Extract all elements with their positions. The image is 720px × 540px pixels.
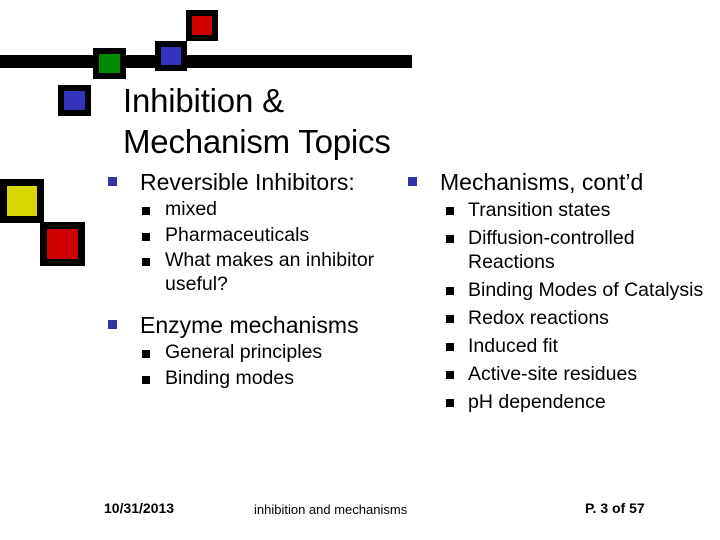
bullet-level2-label: Transition states xyxy=(468,199,611,221)
bullet-level2-list: mixed Pharmaceuticals What makes an inhi… xyxy=(104,198,394,296)
bullet-level2-label: General principles xyxy=(165,341,323,363)
bullet-square-icon xyxy=(446,235,454,243)
bullet-level2: Redox reactions xyxy=(406,306,716,330)
bullet-square-icon xyxy=(446,315,454,323)
bullet-square-icon xyxy=(142,207,150,215)
bullet-square-icon xyxy=(108,320,117,329)
bullet-level2: Binding modes xyxy=(104,367,394,391)
bullet-level1: Enzyme mechanisms xyxy=(104,311,394,339)
bullet-square-icon xyxy=(446,399,454,407)
bullet-level2-list: General principles Binding modes xyxy=(104,341,394,390)
bullet-level1: Reversible Inhibitors: xyxy=(104,168,394,196)
footer-subject: inhibition and mechanisms xyxy=(254,502,408,517)
slide-title: Inhibition & Mechanism Topics xyxy=(123,82,391,160)
bullet-level2: Induced fit xyxy=(406,334,716,358)
footer-date: 10/31/2013 xyxy=(104,500,175,516)
decoration-square-yellow xyxy=(0,179,44,223)
bullet-level2: Binding Modes of Catalysis xyxy=(406,278,716,302)
bullet-square-icon xyxy=(142,350,150,358)
bullet-level1: Mechanisms, cont’d xyxy=(406,168,716,196)
bullet-square-icon xyxy=(408,177,417,186)
content-left-column: Reversible Inhibitors: mixed Pharmaceuti… xyxy=(104,168,394,392)
bullet-level1-label: Reversible Inhibitors: xyxy=(140,169,355,195)
decoration-bar xyxy=(0,55,412,68)
bullet-level2: General principles xyxy=(104,341,394,365)
bullet-level2-label: Pharmaceuticals xyxy=(165,223,310,246)
slide-footer: 10/31/2013 inhibition and mechanisms P. … xyxy=(0,500,720,524)
decoration-square-red-left xyxy=(40,222,85,266)
bullet-level2: Active-site residues xyxy=(406,362,716,386)
bullet-level2-list: Transition states Diffusion-controlled R… xyxy=(406,198,716,414)
decoration-square-red-top xyxy=(186,10,218,41)
decoration-square-green xyxy=(93,48,126,79)
bullet-level2-label: Active-site residues xyxy=(468,363,638,385)
bullet-square-icon xyxy=(142,375,150,384)
bullet-level2: Pharmaceuticals xyxy=(104,224,394,248)
bullet-level2-label: mixed xyxy=(165,198,218,220)
bullet-square-icon xyxy=(142,232,150,241)
bullet-level2-label: Redox reactions xyxy=(468,307,609,329)
bullet-level2-label: Induced fit xyxy=(468,335,558,357)
bullet-level1-label: Enzyme mechanisms xyxy=(140,312,359,338)
bullet-square-icon xyxy=(446,287,454,295)
bullet-square-icon xyxy=(108,177,117,186)
bullet-level2-label: pH dependence xyxy=(468,391,606,413)
bullet-level2: pH dependence xyxy=(406,390,716,414)
bullet-square-icon xyxy=(446,207,454,215)
content-right-column: Mechanisms, cont’d Transition states Dif… xyxy=(406,168,716,418)
bullet-level2: mixed xyxy=(104,198,394,222)
bullet-level2-label: Binding modes xyxy=(165,366,294,389)
bullet-level2-label: Binding Modes of Catalysis xyxy=(468,279,704,301)
footer-page-number: P. 3 of 57 xyxy=(585,500,645,516)
bullet-square-icon xyxy=(446,371,454,379)
bullet-square-icon xyxy=(446,343,454,351)
bullet-level2: Diffusion-controlled Reactions xyxy=(406,226,716,274)
bullet-level2-label: What makes an inhibitor useful? xyxy=(165,249,375,295)
decoration-square-blue-left xyxy=(58,85,91,116)
decoration-square-blue-top xyxy=(155,41,187,71)
bullet-level1-label: Mechanisms, cont’d xyxy=(440,169,644,195)
bullet-square-icon xyxy=(142,258,150,266)
bullet-level2-label: Diffusion-controlled Reactions xyxy=(468,227,635,273)
bullet-level2: Transition states xyxy=(406,198,716,222)
bullet-level2: What makes an inhibitor useful? xyxy=(104,249,394,296)
